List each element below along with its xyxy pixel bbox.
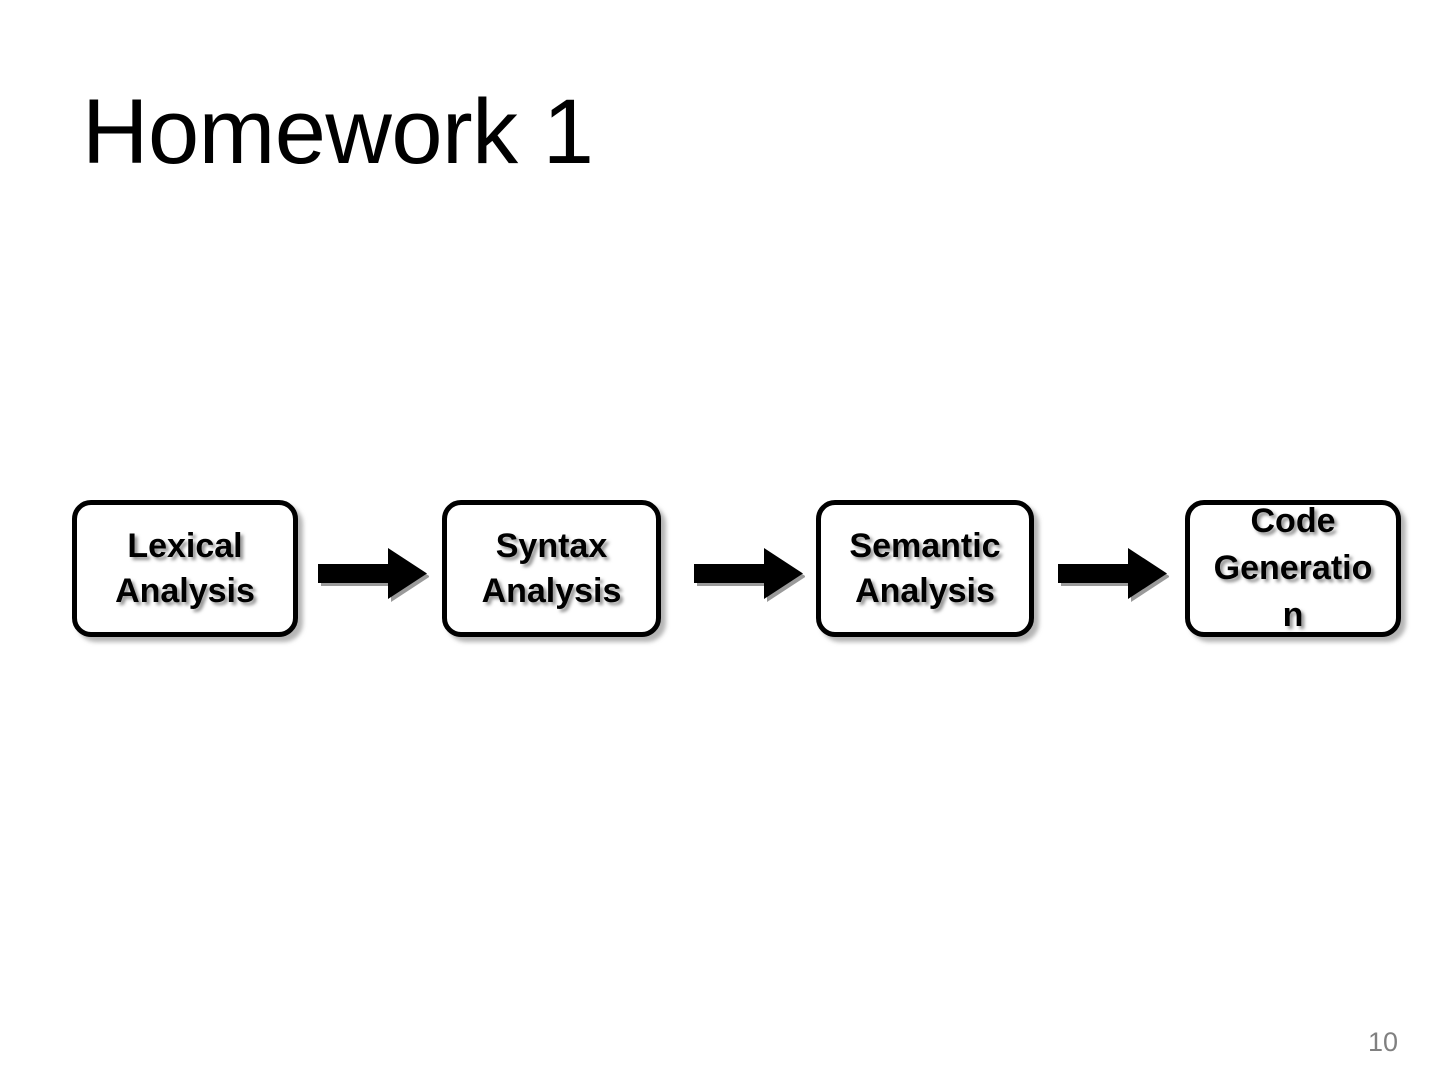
process-box-label: Syntax Analysis: [481, 526, 622, 610]
page-number: 10: [1367, 1027, 1398, 1057]
block-arrow-right-icon-1: [314, 545, 429, 602]
process-box-label: Lexical Analysis: [115, 526, 255, 610]
process-box-syntax-analysis[interactable]: Syntax Analysis: [442, 500, 661, 637]
block-arrow-right-icon-2: [690, 545, 805, 602]
block-arrow-right-icon-3: [1054, 545, 1169, 602]
process-box-label: Code Generatio n: [1213, 502, 1373, 634]
process-box-code-generation[interactable]: Code Generatio n: [1185, 500, 1401, 637]
process-box-label: Semantic Analysis: [849, 526, 1001, 610]
process-box-semantic-analysis[interactable]: Semantic Analysis: [816, 500, 1034, 637]
process-box-lexical-analysis[interactable]: Lexical Analysis: [72, 500, 298, 637]
page-title: Homework 1: [82, 81, 594, 183]
